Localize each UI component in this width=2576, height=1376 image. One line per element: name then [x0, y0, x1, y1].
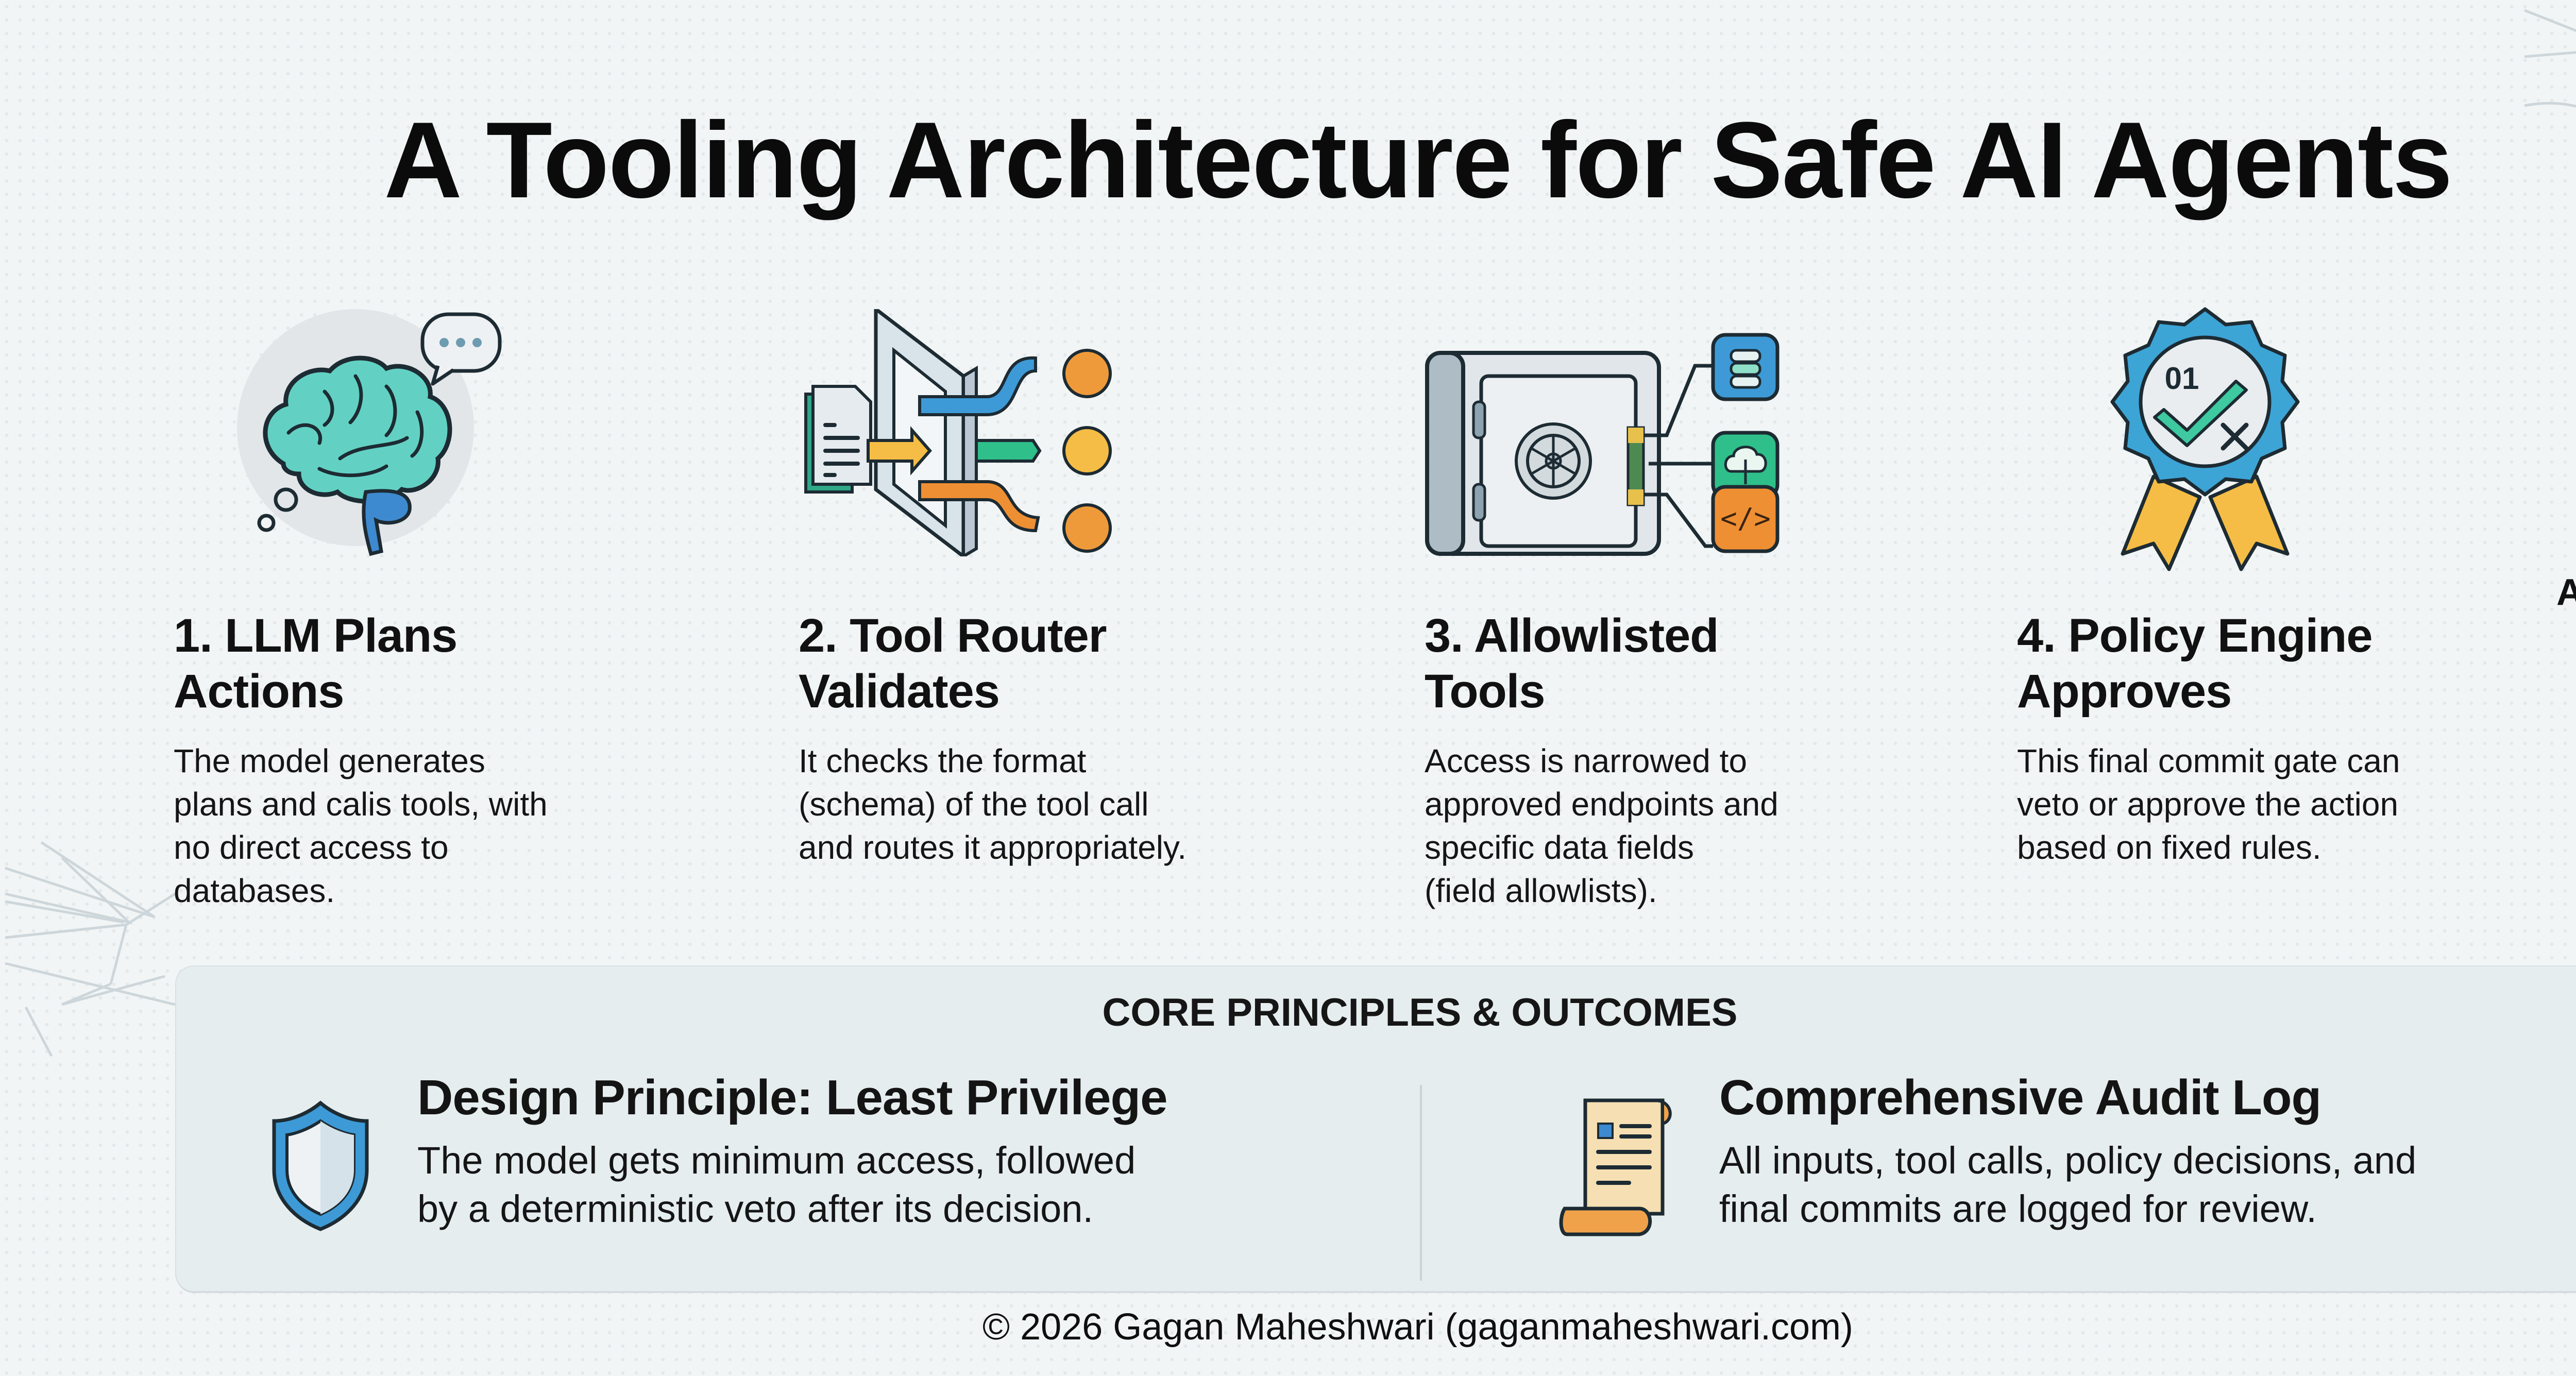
audit-log-title: Comprehensive Audit Log: [1719, 1070, 2321, 1125]
step-3-description: Access is narrowed to approved endpoints…: [1425, 742, 1778, 909]
audit-log-description: All inputs, tool calls, policy decisions…: [1719, 1139, 2417, 1230]
vault-tools-icon: </>: [1425, 333, 1780, 556]
safe-action-label: SAFE ACTION: [2556, 572, 2576, 613]
step-2-heading: 2. Tool Router Validates: [799, 609, 1107, 718]
approval-badge-icon: 01: [2110, 307, 2300, 571]
step-4-description: This final commit gate can veto or appro…: [2017, 742, 2400, 866]
svg-text:01: 01: [2165, 361, 2199, 396]
svg-text:</>: </>: [1720, 502, 1771, 535]
panel-divider: [1420, 1085, 1422, 1281]
router-gate-icon: [804, 309, 1112, 556]
step-1-description: The model generates plans and calis tool…: [174, 742, 548, 909]
page-title: A Tooling Architecture for Safe AI Agent…: [384, 99, 2452, 220]
step-1-heading: 1. LLM Plans Actions: [174, 609, 457, 718]
shield-icon: [272, 1100, 369, 1231]
least-privilege-title: Design Principle: Least Privilege: [417, 1070, 1168, 1125]
least-privilege-description: The model gets minimum access, followed …: [417, 1139, 1136, 1230]
brain-thinking-icon: [237, 309, 502, 556]
step-3-heading: 3. Allowlisted Tools: [1425, 609, 1719, 718]
copyright-footer: © 2026 Gagan Maheshwari (gaganmaheshwari…: [982, 1306, 1853, 1348]
step-2-description: It checks the format (schema) of the too…: [799, 742, 1187, 866]
panel-title: CORE PRINCIPLES & OUTCOMES: [1102, 991, 1738, 1034]
core-principles-panel: CORE PRINCIPLES & OUTCOMES Design Princi…: [176, 966, 2576, 1291]
scroll-log-icon: [1559, 1098, 1672, 1236]
step-4-heading: 4. Policy Engine Approves: [2017, 609, 2373, 718]
